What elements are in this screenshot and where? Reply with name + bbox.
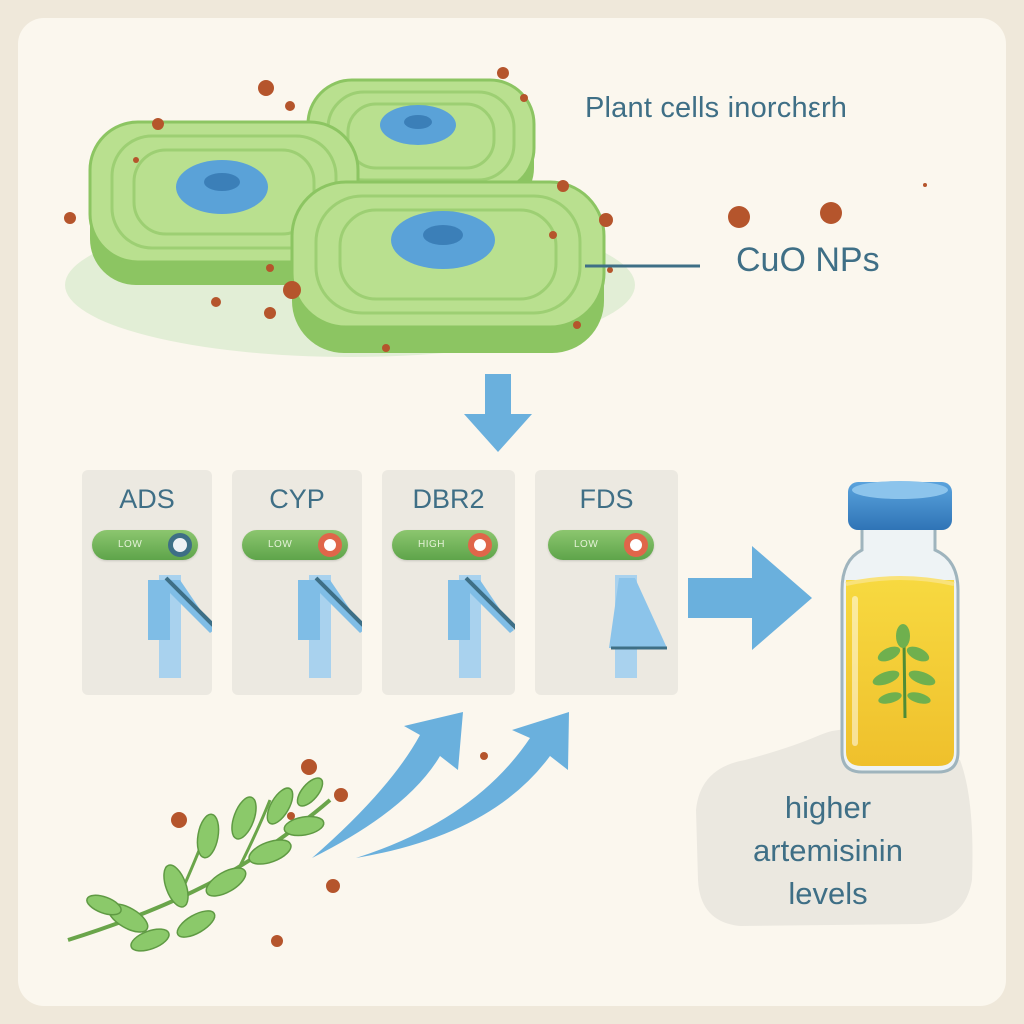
cuo-nanoparticles [64, 67, 927, 947]
toggle-knob [168, 533, 192, 557]
trend-down-icon [298, 575, 362, 678]
diagram-title: Plant cells inorchεrh [585, 92, 848, 124]
result-line: higher [784, 790, 872, 825]
right-arrow [688, 546, 812, 650]
result-line: levels [788, 876, 868, 911]
curved-arrow-left [312, 712, 463, 858]
gene-name: DBR2 [412, 484, 485, 514]
expression-level: LOW [268, 539, 293, 550]
result-label: higher artemisinin levels [700, 786, 956, 915]
gene-panel-cyp: CYP LOW [232, 470, 362, 695]
trend-down-icon [448, 575, 515, 678]
expression-level: LOW [574, 539, 599, 550]
artemisia-sprig-icon [67, 777, 332, 952]
gene-name: FDS [579, 484, 634, 514]
expression-level: LOW [118, 539, 143, 550]
herb-icon [872, 624, 936, 719]
expression-toggle[interactable]: LOW [92, 530, 198, 560]
result-line: artemisinin [753, 833, 903, 868]
expression-level: HIGH [418, 539, 445, 550]
result-bubble [696, 729, 973, 926]
artemisinin-vial [840, 481, 960, 774]
toggle-knob [624, 533, 648, 557]
trend-down-icon [148, 575, 212, 678]
expression-toggle[interactable]: HIGH [392, 530, 498, 560]
gene-name: ADS [119, 484, 175, 514]
expression-toggle[interactable]: LOW [242, 530, 348, 560]
toggle-knob [468, 533, 492, 557]
gene-name: CYP [269, 484, 325, 514]
toggle-knob [318, 533, 342, 557]
cuo-nanoparticle-label: CuO NPs [736, 241, 880, 279]
gene-panel-ads: ADS LOW [82, 470, 212, 695]
plant-cell-front [290, 180, 606, 353]
down-arrow [464, 374, 532, 452]
gene-panel-dbr2: DBR2 HIGH [382, 470, 515, 695]
trend-up-icon [609, 575, 667, 678]
expression-toggle[interactable]: LOW [548, 530, 654, 560]
curved-arrow-right [356, 712, 569, 858]
gene-panel-fds: FDS LOW [535, 470, 678, 695]
